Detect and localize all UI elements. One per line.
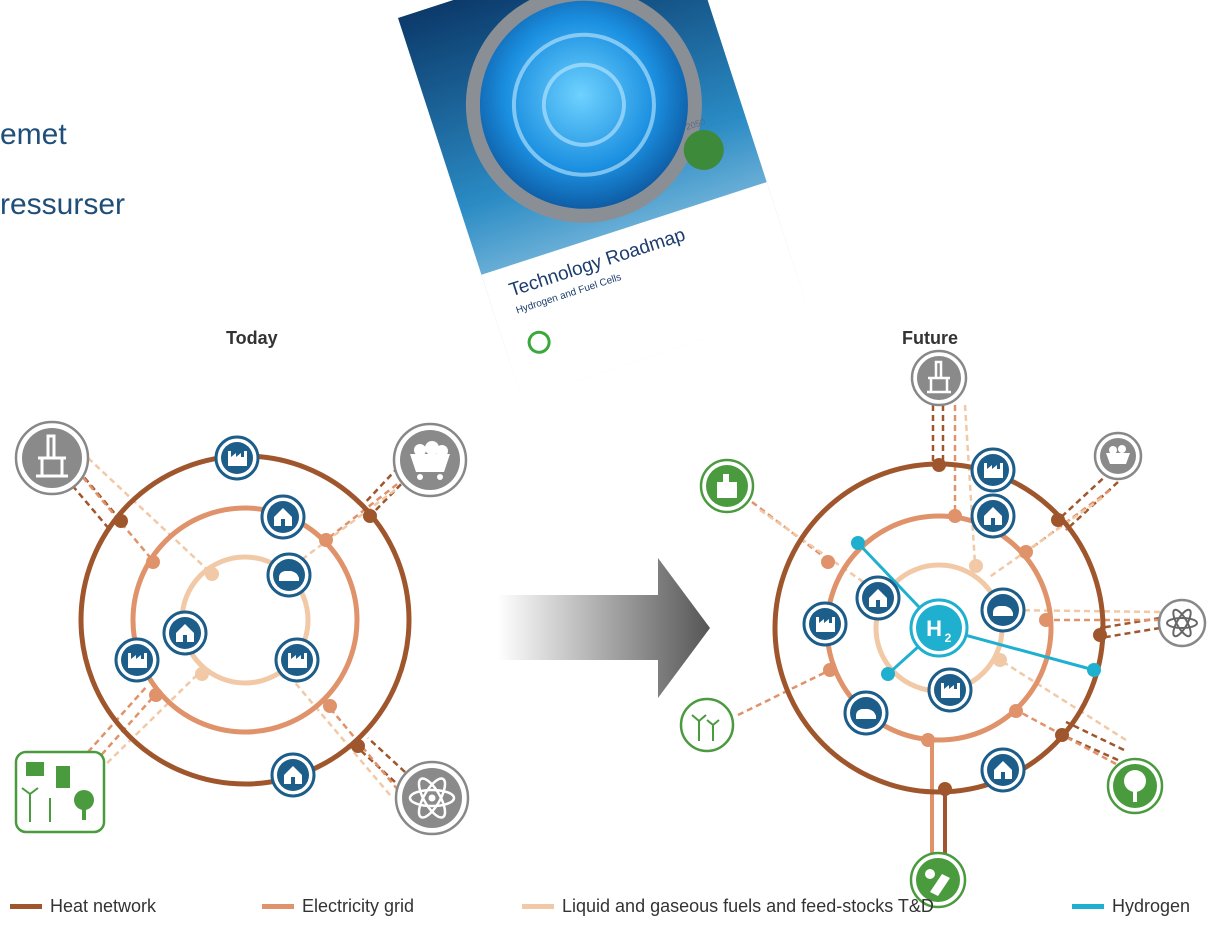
today-house-node-2 [162, 610, 208, 656]
legend-swatch-heat [10, 904, 42, 909]
future-car-node-1 [980, 587, 1026, 633]
bullet-text-1: emet [0, 118, 67, 151]
panel-title-today: Today [226, 328, 278, 348]
future-factory-node-top [970, 447, 1016, 493]
transition-arrow [498, 558, 710, 698]
future-house-node-2 [855, 575, 901, 621]
renewables-source-icon [14, 750, 106, 834]
solar-source-icon-future [909, 851, 967, 909]
future-car-node-2 [843, 690, 889, 736]
today-car-node [266, 552, 312, 598]
panel-title-future: Future [902, 328, 958, 348]
future-house-node-3 [980, 747, 1026, 793]
legend-item-hydrogen: Hydrogen [1072, 896, 1190, 917]
legend-item-electricity-grid: Electricity grid [262, 896, 414, 917]
future-network: H 2 [679, 349, 1207, 909]
today-network [14, 420, 470, 836]
nuclear-source-icon [394, 760, 470, 836]
wind-source-icon-future [679, 697, 735, 753]
tree-source-icon-future [1106, 757, 1164, 815]
legend-swatch-hydrogen [1072, 904, 1104, 909]
today-house-node-3 [270, 752, 316, 798]
green-factory-source-icon-future [699, 458, 755, 514]
legend-item-fuels: Liquid and gaseous fuels and feed-stocks… [522, 896, 934, 917]
future-house-node-1 [970, 493, 1016, 539]
nuclear-source-icon-future [1157, 598, 1207, 648]
legend-item-heat-network: Heat network [10, 896, 156, 917]
hydrogen-hub-node: H 2 [909, 598, 969, 658]
legend-label-electricity: Electricity grid [302, 896, 415, 916]
legend-swatch-electricity [262, 904, 294, 909]
oil-rig-source-icon [14, 420, 90, 496]
coal-cart-source-icon-future [1093, 431, 1143, 481]
coal-cart-source-icon [392, 422, 468, 498]
hydrogen-hub-subscript: 2 [945, 631, 952, 645]
bullet-text-2: ressurser [0, 188, 126, 221]
hydrogen-hub-label: H [926, 616, 942, 641]
today-factory-node-left [114, 637, 160, 683]
legend-label-fuels: Liquid and gaseous fuels and feed-stocks… [562, 896, 934, 916]
today-house-node-1 [260, 494, 306, 540]
legend-label-hydrogen: Hydrogen [1112, 896, 1191, 916]
future-factory-node-bottom [927, 667, 973, 713]
today-factory-node-right [274, 637, 320, 683]
technology-roadmap-cover: 2050 Technology Roadmap Hydrogen and Fue… [398, 0, 807, 399]
legend-label-heat: Heat network [50, 896, 157, 916]
future-factory-node-left [802, 601, 848, 647]
today-factory-node-top [214, 435, 260, 481]
oil-rig-source-icon-future [910, 349, 968, 407]
legend-swatch-fuels [522, 904, 554, 909]
